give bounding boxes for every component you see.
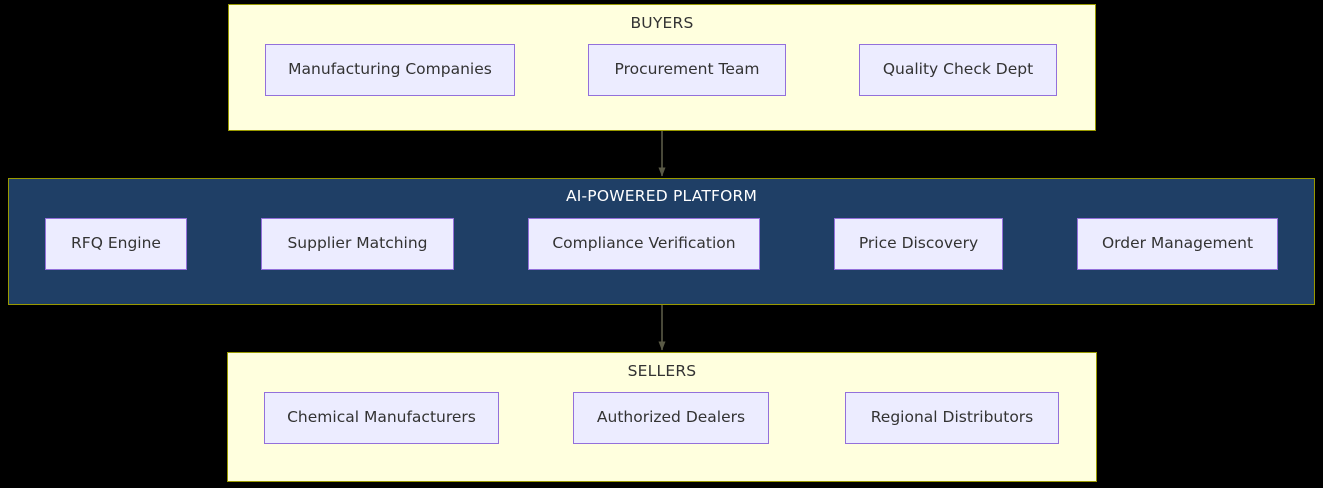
node-label: Price Discovery xyxy=(858,234,979,253)
node-procurement-team[interactable]: Procurement Team xyxy=(588,44,786,96)
node-regional-distributors[interactable]: Regional Distributors xyxy=(845,392,1059,444)
node-label: Procurement Team xyxy=(614,60,760,79)
node-label: Authorized Dealers xyxy=(596,408,746,427)
node-quality-check-dept[interactable]: Quality Check Dept xyxy=(859,44,1057,96)
cluster-title-ai-powered-platform: AI-POWERED PLATFORM xyxy=(565,187,758,205)
node-supplier-matching[interactable]: Supplier Matching xyxy=(261,218,454,270)
cluster-title-sellers: SELLERS xyxy=(627,362,697,380)
node-manufacturing-companies[interactable]: Manufacturing Companies xyxy=(265,44,515,96)
node-label: Quality Check Dept xyxy=(882,60,1034,79)
node-label: Chemical Manufacturers xyxy=(287,408,476,427)
node-authorized-dealers[interactable]: Authorized Dealers xyxy=(573,392,769,444)
node-label: Supplier Matching xyxy=(287,234,428,253)
node-rfq-engine[interactable]: RFQ Engine xyxy=(45,218,187,270)
node-order-management[interactable]: Order Management xyxy=(1077,218,1278,270)
node-label: Compliance Verification xyxy=(552,234,736,253)
node-chemical-manufacturers[interactable]: Chemical Manufacturers xyxy=(264,392,499,444)
node-compliance-verification[interactable]: Compliance Verification xyxy=(528,218,760,270)
node-label: RFQ Engine xyxy=(71,234,161,253)
cluster-title-buyers: BUYERS xyxy=(630,14,694,32)
node-label: Regional Distributors xyxy=(870,408,1034,427)
node-label: Manufacturing Companies xyxy=(288,60,492,79)
node-label: Order Management xyxy=(1101,234,1254,253)
node-price-discovery[interactable]: Price Discovery xyxy=(834,218,1003,270)
